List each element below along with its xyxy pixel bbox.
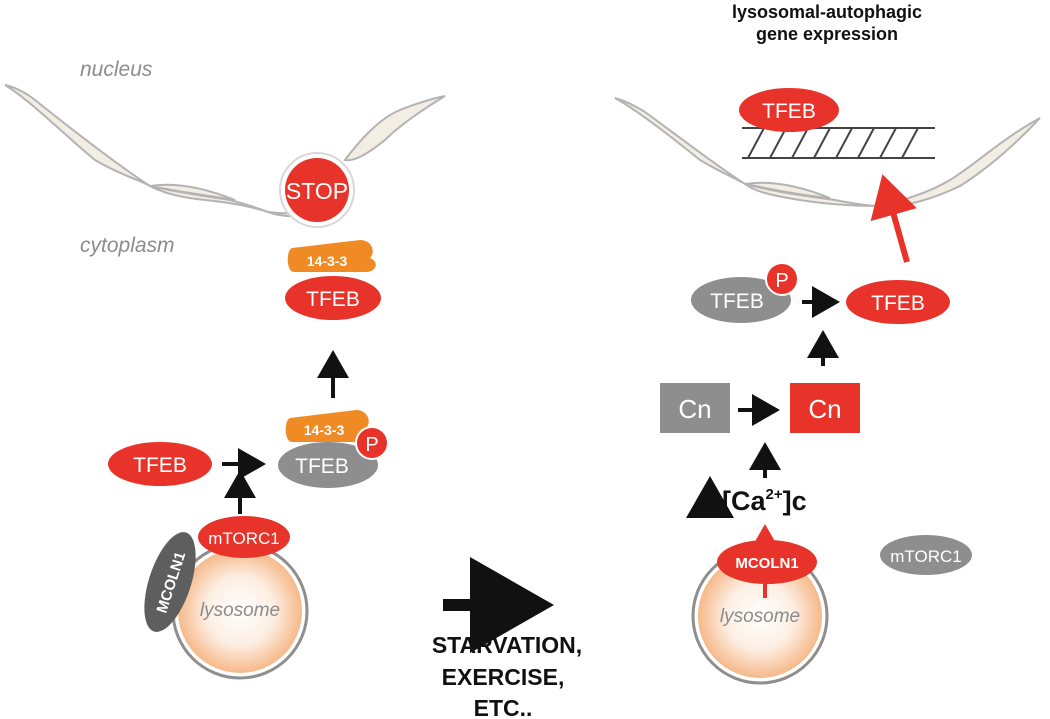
nuclear-envelope-right xyxy=(614,97,1041,208)
stop-sign: STOP xyxy=(279,152,355,228)
tfeb-on-dna: TFEB xyxy=(739,88,839,132)
tfeb-phosphorylated-left: TFEB xyxy=(278,442,378,488)
nuclear-envelope-left xyxy=(4,84,446,218)
cytoplasm-label: cytoplasm xyxy=(80,234,175,257)
tfeb-sequestered: TFEB xyxy=(285,276,381,320)
mtorc1-right: mTORC1 xyxy=(880,535,972,575)
svg-text:14-3-3: 14-3-3 xyxy=(307,253,348,269)
tfeb-free: TFEB xyxy=(108,442,212,486)
svg-text:14-3-3: 14-3-3 xyxy=(304,422,345,438)
svg-text:TFEB: TFEB xyxy=(133,454,187,477)
svg-text:TFEB: TFEB xyxy=(871,292,925,315)
calcineurin-inactive: Cn xyxy=(660,383,730,433)
svg-text:P: P xyxy=(775,270,788,292)
svg-text:TFEB: TFEB xyxy=(295,455,349,478)
svg-text:mTORC1: mTORC1 xyxy=(890,547,961,566)
transition-line3: ETC.. xyxy=(474,695,533,719)
calcineurin-active: Cn xyxy=(790,383,860,433)
gene-expression-line1: lysosomal-autophagic xyxy=(732,2,922,22)
dna-strand xyxy=(742,127,935,159)
right-panel: lysosomal-autophagic gene expression TFE… xyxy=(614,2,1041,685)
transition-line2: EXERCISE, xyxy=(442,664,565,690)
calcium-label: [Ca2+]c xyxy=(722,486,807,516)
svg-text:Cn: Cn xyxy=(808,394,841,424)
tfeb-phosphorylated-right: TFEB xyxy=(691,277,791,323)
mcoln1-right: MCOLN1 xyxy=(717,540,817,584)
svg-text:TFEB: TFEB xyxy=(762,100,816,123)
svg-text:mTORC1: mTORC1 xyxy=(208,529,279,548)
phosphate-right: P xyxy=(765,262,799,296)
tfeb-active: TFEB xyxy=(846,280,950,324)
svg-text:lysosome: lysosome xyxy=(200,600,280,621)
svg-text:P: P xyxy=(365,434,378,456)
svg-text:TFEB: TFEB xyxy=(306,288,360,311)
arrow-nuclear-translocation xyxy=(870,174,917,263)
lysosome-left: lysosome xyxy=(171,542,309,680)
phosphate-left: P xyxy=(355,426,389,460)
svg-text:TFEB: TFEB xyxy=(710,290,764,313)
svg-text:Cn: Cn xyxy=(678,394,711,424)
mtorc1-left: mTORC1 xyxy=(198,516,290,558)
protein-14-3-3-bottom: 14-3-3 xyxy=(285,410,372,442)
gene-expression-line2: gene expression xyxy=(756,24,898,44)
mcoln1-left: MCOLN1 xyxy=(144,532,196,632)
svg-text:lysosome: lysosome xyxy=(720,606,800,627)
lysosome-right: lysosome xyxy=(691,547,829,685)
transition-line1: STARVATION, xyxy=(432,632,582,658)
svg-text:STOP: STOP xyxy=(286,178,348,204)
protein-14-3-3-top: 14-3-3 xyxy=(287,240,376,272)
nucleus-label: nucleus xyxy=(80,58,153,81)
svg-text:MCOLN1: MCOLN1 xyxy=(735,555,798,572)
transition: STARVATION, EXERCISE, ETC.. xyxy=(432,557,582,719)
left-panel: nucleus cytoplasm STOP 14-3-3 TFEB TFEB xyxy=(4,58,446,680)
